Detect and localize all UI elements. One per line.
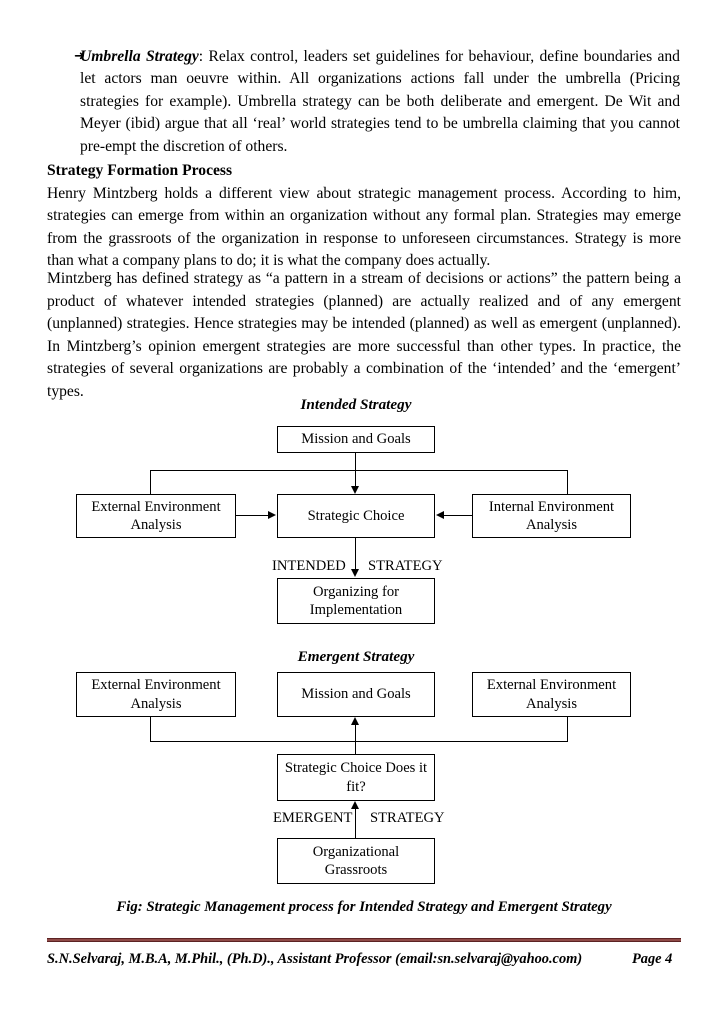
connector-internal-to-choice: [443, 515, 472, 517]
emergent-flow-label-left: EMERGENT: [273, 810, 353, 826]
arrowhead-grassroots-to-choice-icon: [351, 801, 359, 809]
umbrella-strategy-bullet: ➜ Umbrella Strategy: Relax control, lead…: [52, 46, 680, 158]
intended-organizing-for-implementation-box: Organizing for Implementation: [277, 578, 435, 624]
footer-page-number: Page 4: [632, 951, 673, 967]
footer-author-line: S.N.Selvaraj, M.B.A, M.Phil., (Ph.D)., A…: [47, 951, 583, 967]
emergent-mission-and-goals-box: Mission and Goals: [277, 672, 435, 717]
figure-caption: Fig: Strategic Management process for In…: [116, 899, 612, 915]
emergent-external-environment-left-box: External Environment Analysis: [76, 672, 236, 717]
connector-choice-to-organizing: [355, 538, 357, 570]
arrowhead-external-to-choice-icon: [268, 511, 276, 519]
connector-emergent-bar: [150, 741, 568, 743]
footer-divider-rule: [47, 938, 681, 942]
arrowhead-choice-to-mission-icon: [351, 717, 359, 725]
arrowhead-mission-to-choice-icon: [351, 486, 359, 494]
arrowhead-bullet-icon: ➜: [74, 49, 85, 64]
umbrella-strategy-lead: Umbrella Strategy: [80, 48, 199, 65]
connector-choice-to-mission: [355, 724, 357, 755]
intended-strategy-title: Intended Strategy: [300, 396, 412, 413]
arrowhead-internal-to-choice-icon: [436, 511, 444, 519]
connector-branch-bar: [150, 470, 568, 472]
emergent-flow-label-right: STRATEGY: [370, 810, 445, 826]
intended-flow-label-right: STRATEGY: [368, 558, 443, 574]
section-heading: Strategy Formation Process: [47, 162, 233, 179]
intended-internal-environment-box: Internal Environment Analysis: [472, 494, 631, 538]
intended-flow-label-left: INTENDED: [272, 558, 346, 574]
emergent-strategy-title: Emergent Strategy: [297, 648, 415, 665]
connector-external-to-choice: [236, 515, 269, 517]
emergent-strategic-choice-label: Strategic Choice Does it fit?: [284, 760, 428, 795]
connector-branch-left-drop: [150, 470, 152, 494]
connector-emergent-left-drop: [150, 717, 152, 742]
mintzberg-paragraph: Mintzberg has defined strategy as “a pat…: [47, 270, 681, 400]
umbrella-strategy-text: Umbrella Strategy: Relax control, leader…: [80, 46, 680, 158]
emergent-strategic-choice-box: Strategic Choice Does it fit?: [277, 754, 435, 801]
umbrella-strategy-body: : Relax control, leaders set guidelines …: [80, 48, 680, 155]
intended-strategic-choice-box: Strategic Choice: [277, 494, 435, 538]
paragraph-one-text: Henry Mintzberg holds a different view a…: [47, 184, 681, 270]
emergent-organizational-grassroots-box: Organizational Grassroots: [277, 838, 435, 884]
connector-grassroots-to-choice: [355, 808, 357, 838]
intended-mission-and-goals-box: Mission and Goals: [277, 426, 435, 453]
connector-emergent-right-drop: [567, 717, 569, 742]
connector-branch-right-drop: [567, 470, 569, 494]
intended-external-environment-box: External Environment Analysis: [76, 494, 236, 538]
arrowhead-choice-to-organizing-icon: [351, 569, 359, 577]
emergent-external-environment-right-box: External Environment Analysis: [472, 672, 631, 717]
